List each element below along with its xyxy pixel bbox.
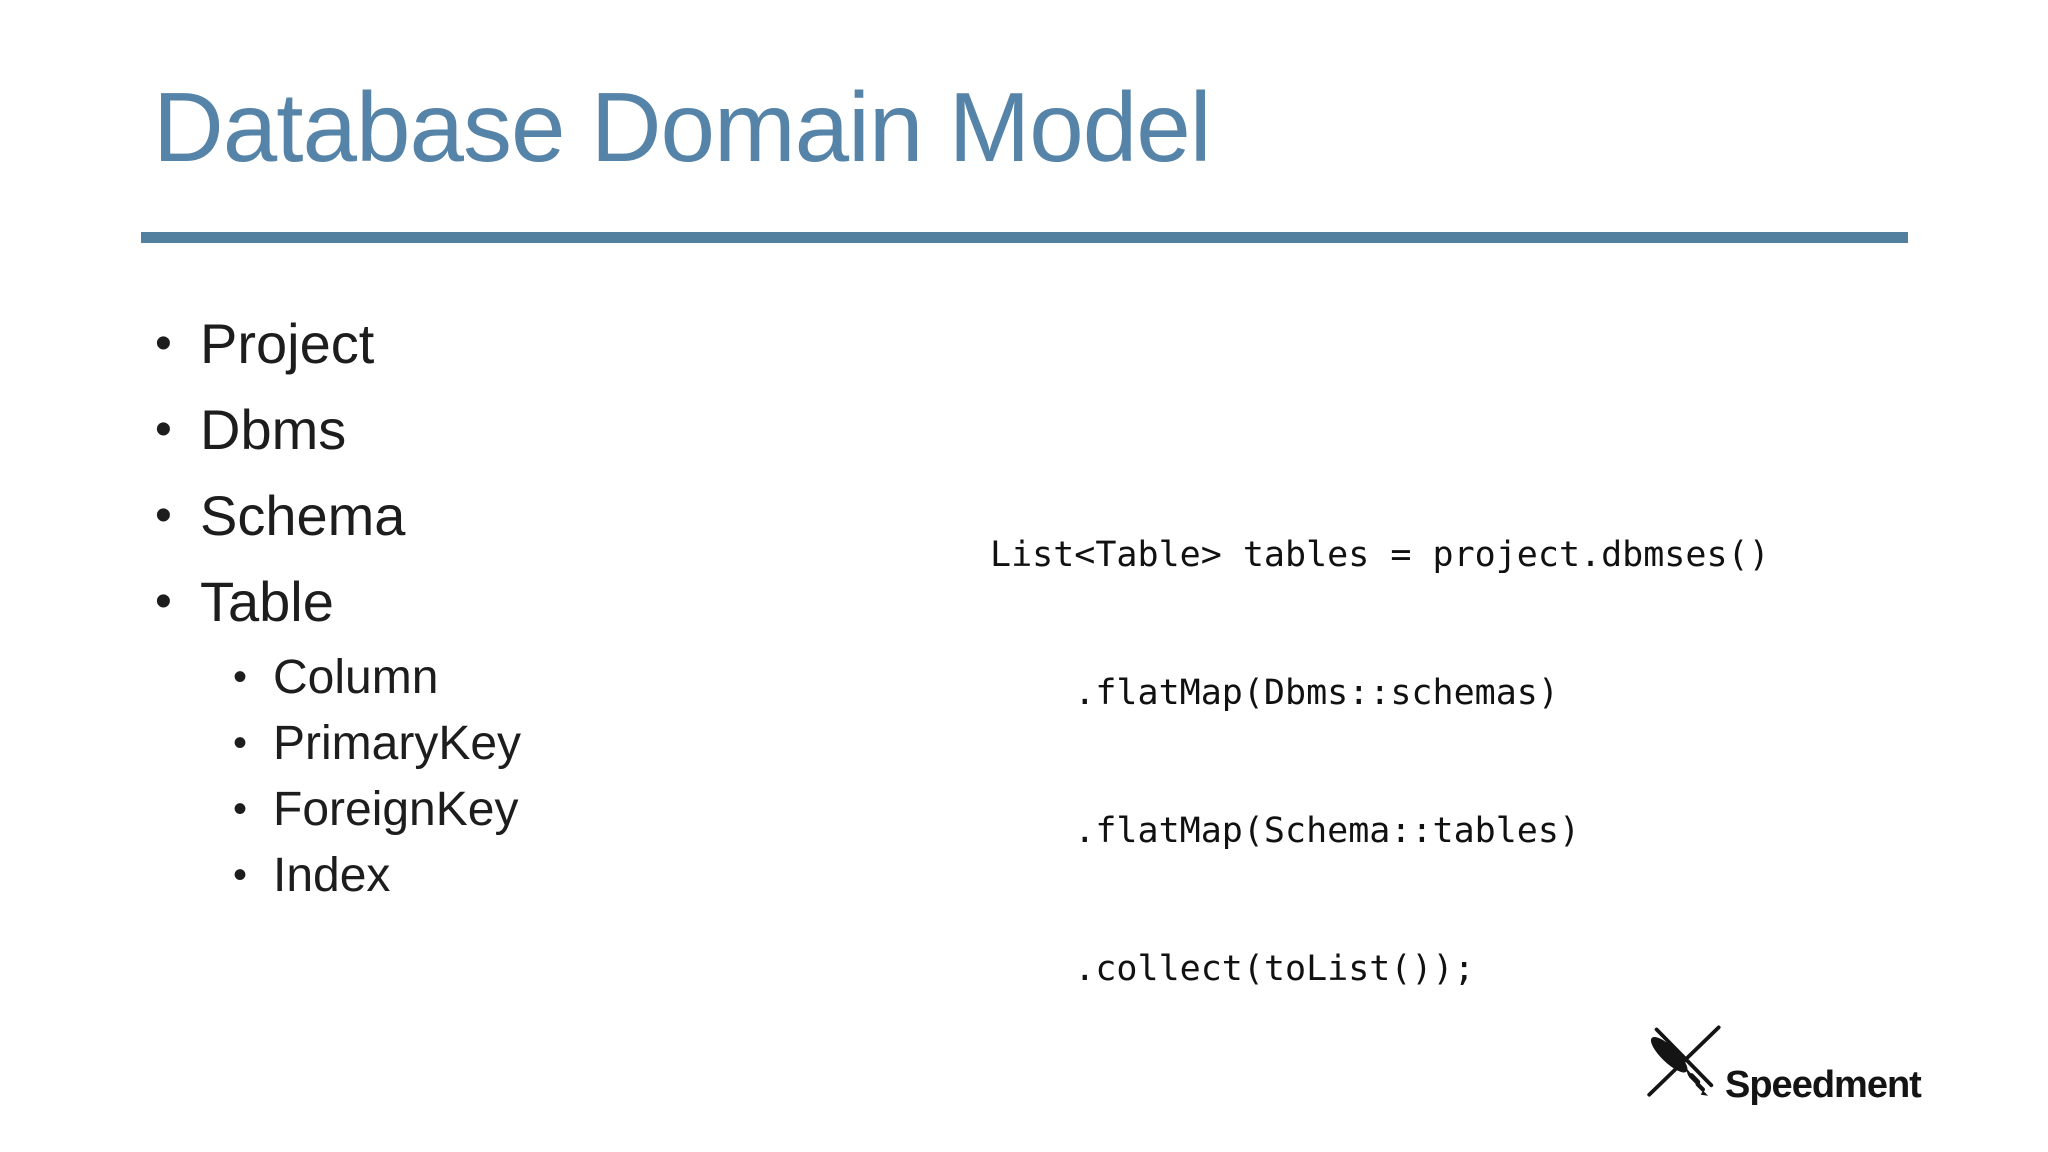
code-line: .collect(toList()); xyxy=(990,949,1475,989)
page-title: Database Domain Model xyxy=(153,72,1212,182)
list-item-label: Schema xyxy=(200,483,406,547)
dragonfly-icon xyxy=(1647,1025,1721,1097)
list-item-label: Table xyxy=(200,569,334,633)
list-subitem: • PrimaryKey xyxy=(233,710,915,776)
list-item-label: Dbms xyxy=(200,397,347,461)
bullet-icon: • xyxy=(233,720,248,765)
code-line: List<Table> tables = project.dbmses() xyxy=(990,535,1770,575)
list-item: • Dbms xyxy=(155,386,915,472)
list-subitem: • Column xyxy=(233,644,915,710)
list-item-label: Column xyxy=(273,650,439,704)
code-line: .flatMap(Dbms::schemas) xyxy=(990,673,1559,713)
speedment-wordmark: Speedment xyxy=(1725,1064,1922,1106)
bullet-icon: • xyxy=(155,402,172,456)
code-snippet: List<Table> tables = project.dbmses() .f… xyxy=(990,440,1770,1084)
bullet-list: • Project • Dbms • Schema • Table • Colu… xyxy=(155,300,915,908)
bullet-icon: • xyxy=(233,852,248,897)
list-item-label: PrimaryKey xyxy=(273,716,522,770)
list-subitem: • Index xyxy=(233,842,915,908)
bullet-icon: • xyxy=(155,316,172,370)
list-item-label: ForeignKey xyxy=(273,782,519,836)
list-item: • Project xyxy=(155,300,915,386)
bullet-icon: • xyxy=(155,574,172,628)
list-subitem: • ForeignKey xyxy=(233,776,915,842)
bullet-icon: • xyxy=(233,654,248,699)
code-line: .flatMap(Schema::tables) xyxy=(990,811,1581,851)
list-item-label: Index xyxy=(273,848,391,902)
list-item: • Schema xyxy=(155,472,915,558)
speedment-logo: Speedment xyxy=(1645,1018,1922,1108)
title-underline xyxy=(141,232,1908,243)
bullet-icon: • xyxy=(155,488,172,542)
list-item: • Table xyxy=(155,558,915,644)
list-item-label: Project xyxy=(200,311,375,375)
bullet-icon: • xyxy=(233,786,248,831)
